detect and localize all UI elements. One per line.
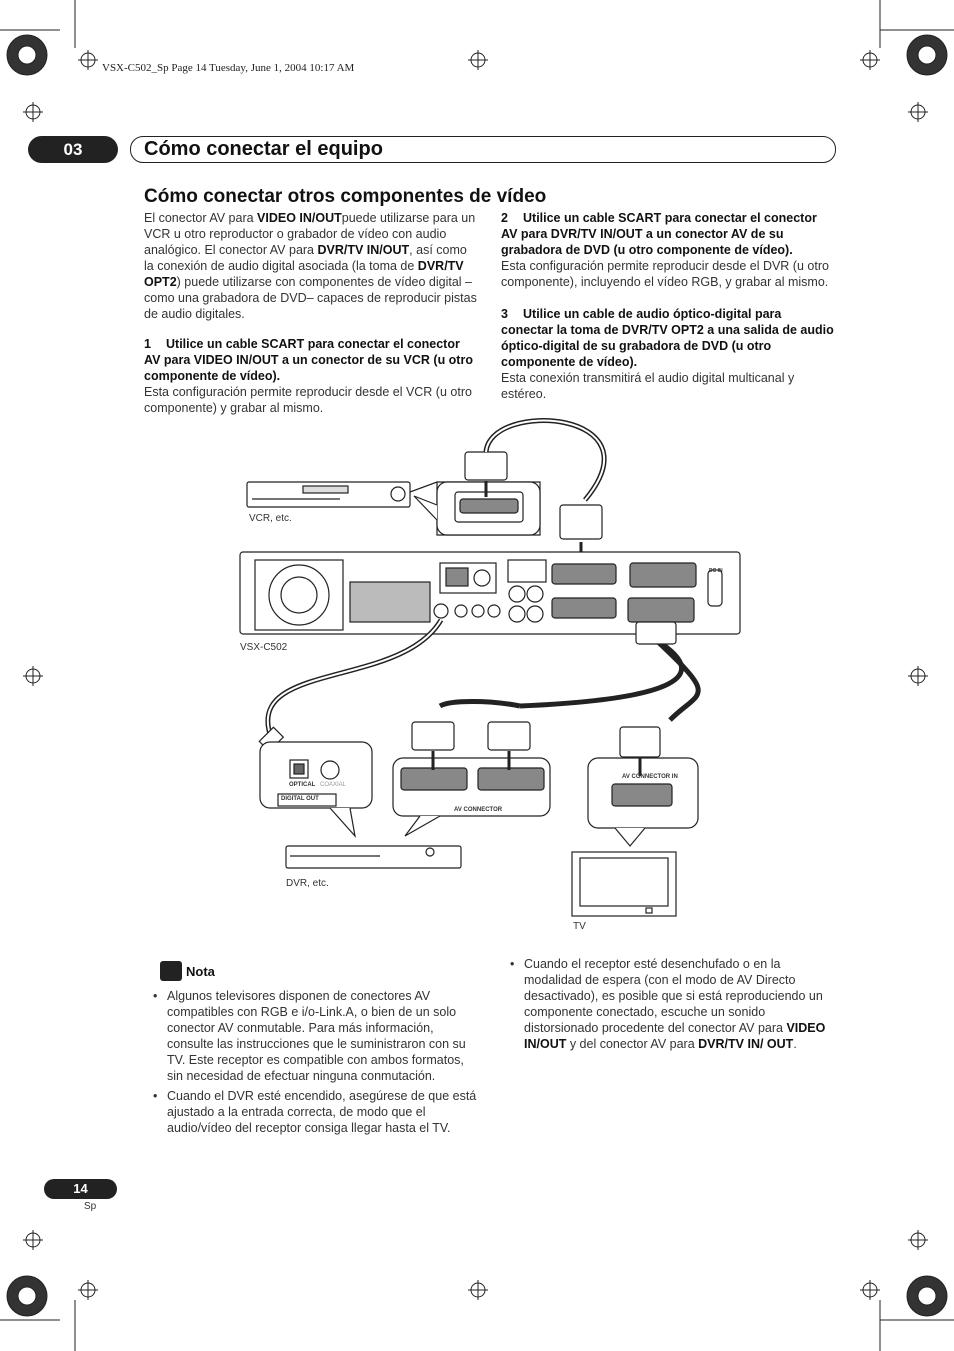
notes-left: Algunos televisores disponen de conector…	[153, 988, 478, 1140]
vcr-label: VCR, etc.	[249, 513, 292, 524]
note-1: Algunos televisores disponen de conector…	[153, 988, 478, 1084]
nota-pencil-icon	[160, 961, 182, 981]
section-title: Cómo conectar otros componentes de vídeo	[144, 186, 547, 207]
dc-in-label: DC IN	[709, 568, 723, 574]
tv-label: TV	[573, 921, 586, 932]
left-column: El conector AV para VIDEO IN/OUTpuede ut…	[144, 210, 477, 416]
coaxial-label: COAXIAL	[320, 782, 347, 788]
print-header: VSX-C502_Sp Page 14 Tuesday, June 1, 200…	[102, 62, 355, 74]
notes-right: Cuando el receptor esté desenchufado o e…	[510, 956, 835, 1056]
language-code: Sp	[84, 1201, 97, 1212]
nota-label: Nota	[186, 964, 215, 979]
vcr-device	[246, 481, 411, 508]
av-connector-in-label: AV CONNECTOR IN	[622, 774, 678, 780]
av-connector-label: AV CONNECTOR	[454, 807, 503, 813]
chapter-bar	[130, 136, 836, 163]
dvr-device	[285, 845, 462, 869]
chapter-number: 03	[28, 136, 118, 163]
optical-label: OPTICAL	[289, 782, 316, 788]
page-number: 14	[44, 1179, 117, 1199]
digital-out-label: DIGITAL OUT	[281, 796, 319, 802]
intro-paragraph: El conector AV para VIDEO IN/OUTpuede ut…	[144, 211, 477, 321]
note-2: Cuando el DVR esté encendido, asegúrese …	[153, 1088, 478, 1136]
chapter-title: Cómo conectar el equipo	[144, 138, 383, 160]
receiver-label: VSX-C502	[240, 642, 288, 653]
dvr-label: DVR, etc.	[286, 878, 329, 889]
note-3: Cuando el receptor esté desenchufado o e…	[510, 956, 835, 1052]
